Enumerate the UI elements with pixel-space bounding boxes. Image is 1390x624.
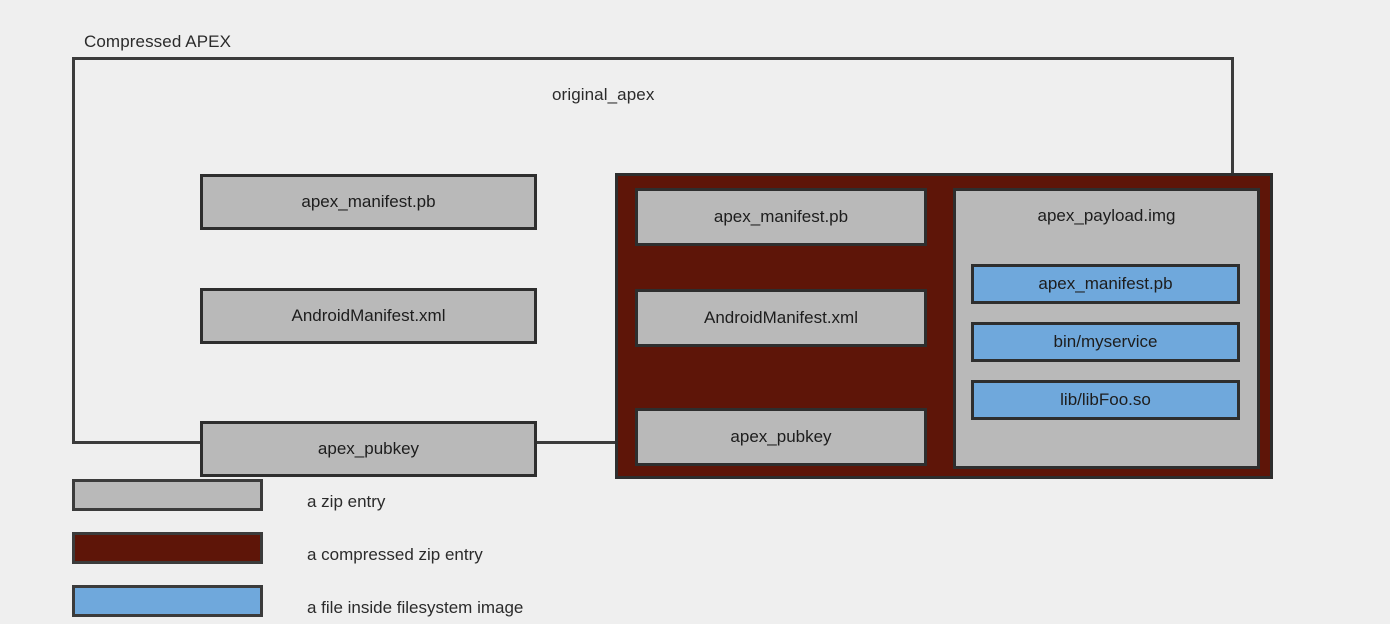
compressed-zip-entry-original-apex: apex_manifest.pb AndroidManifest.xml ape… xyxy=(615,173,1273,479)
inner-zip-entry-label: apex_pubkey xyxy=(730,427,832,446)
filesystem-file-lib-libfoo-so: lib/libFoo.so xyxy=(971,380,1240,420)
inner-zip-entry-label: apex_manifest.pb xyxy=(713,207,849,226)
payload-title-label: apex_payload.img xyxy=(1037,206,1176,225)
legend-swatch-zip-entry xyxy=(72,479,263,511)
inner-zip-entry-android-manifest-xml: AndroidManifest.xml xyxy=(635,289,927,347)
filesystem-file-apex-manifest-pb: apex_manifest.pb xyxy=(971,264,1240,304)
legend-label-filesystem-file: a file inside filesystem image xyxy=(307,598,524,617)
filesystem-file-bin-myservice: bin/myservice xyxy=(971,322,1240,362)
zip-entry-apex-payload-img: apex_payload.img apex_manifest.pb bin/my… xyxy=(953,188,1260,469)
filesystem-file-label: bin/myservice xyxy=(1053,332,1158,351)
zip-entry-label: AndroidManifest.xml xyxy=(291,306,446,325)
zip-entry-apex-pubkey: apex_pubkey xyxy=(200,421,537,477)
zip-entry-apex-manifest-pb: apex_manifest.pb xyxy=(200,174,537,230)
compressed-apex-label: Compressed APEX xyxy=(84,32,232,51)
filesystem-file-label: apex_manifest.pb xyxy=(1038,274,1173,293)
zip-entry-label: apex_pubkey xyxy=(317,439,420,458)
zip-entry-label: apex_manifest.pb xyxy=(301,192,436,211)
legend-swatch-filesystem-file xyxy=(72,585,263,617)
original-apex-label: original_apex xyxy=(552,85,655,104)
zip-entry-android-manifest-xml: AndroidManifest.xml xyxy=(200,288,537,344)
legend-label-zip-entry: a zip entry xyxy=(307,492,386,511)
legend-label-compressed-zip-entry: a compressed zip entry xyxy=(307,545,483,564)
legend-swatch-compressed-zip-entry xyxy=(72,532,263,564)
inner-zip-entry-label: AndroidManifest.xml xyxy=(703,308,858,327)
compressed-apex-container: apex_manifest.pb AndroidManifest.xml ape… xyxy=(72,57,1273,479)
inner-zip-entry-apex-pubkey: apex_pubkey xyxy=(635,408,927,466)
inner-zip-entry-apex-manifest-pb: apex_manifest.pb xyxy=(635,188,927,246)
filesystem-file-label: lib/libFoo.so xyxy=(1060,390,1151,409)
